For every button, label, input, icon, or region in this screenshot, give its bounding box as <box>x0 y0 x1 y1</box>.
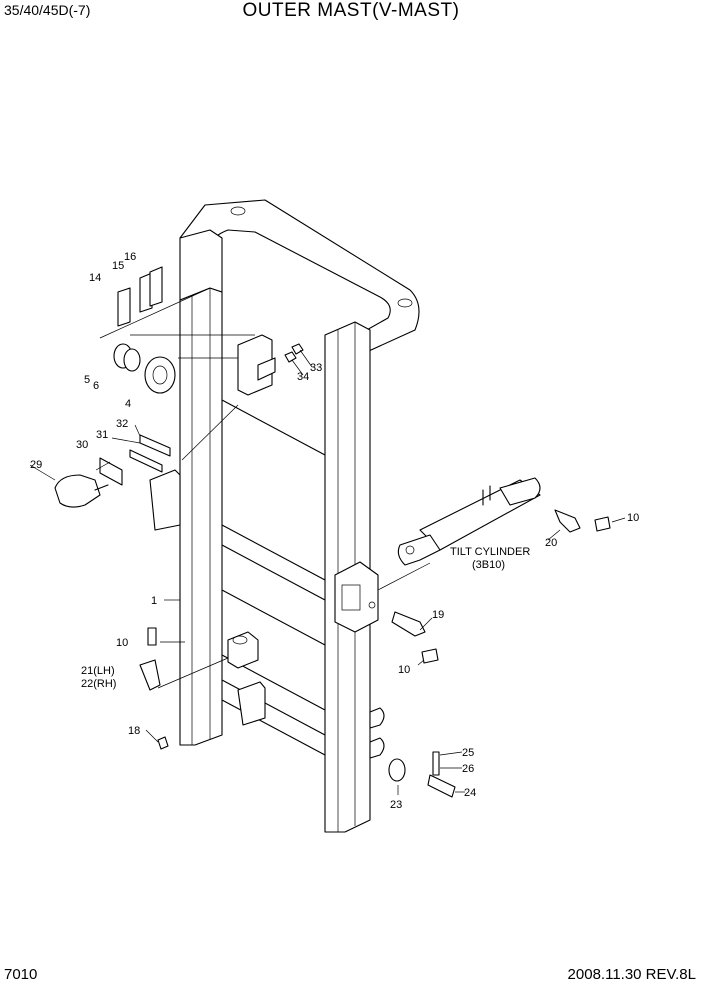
outer-mast-frame <box>149 199 420 833</box>
part-21-22-bracket <box>139 659 161 691</box>
callout-32: 32 <box>116 418 128 430</box>
callout-30: 30 <box>76 439 88 451</box>
callout-20: 20 <box>545 537 557 549</box>
callout-14: 14 <box>89 272 101 284</box>
callout-24: 24 <box>464 787 476 799</box>
callout-16: 16 <box>124 251 136 263</box>
part-29-clamp <box>54 474 109 508</box>
callout-22: 22(RH) <box>81 678 116 690</box>
callout-15: 15 <box>112 260 124 272</box>
part-25-26-bolt <box>432 751 440 776</box>
callout-33: 33 <box>310 362 322 374</box>
callout-19: 19 <box>432 609 444 621</box>
callout-26: 26 <box>462 763 474 775</box>
callout-labels: 16 15 14 5 6 4 33 34 32 31 30 29 10 20 T… <box>30 251 639 811</box>
part-32-shim <box>139 434 171 457</box>
tilt-cylinder-ref: (3B10) <box>472 559 505 571</box>
callout-21: 21(LH) <box>81 665 115 677</box>
callout-34: 34 <box>297 371 309 383</box>
part-18-plug <box>157 736 169 750</box>
callout-4: 4 <box>125 398 131 410</box>
part-24-pin <box>427 774 456 798</box>
page-title: OUTER MAST(V-MAST) <box>242 0 460 21</box>
part-10-bolt-upper <box>147 627 157 646</box>
callout-18: 18 <box>128 725 140 737</box>
part-4-bearing <box>144 356 176 394</box>
part-31-shim <box>129 449 163 473</box>
part-10-bolt-lower <box>421 648 439 664</box>
part-20-pin <box>554 509 581 533</box>
part-15-16-plates <box>139 266 163 313</box>
callout-5: 5 <box>84 374 90 386</box>
tilt-cylinder-label: TILT CYLINDER <box>450 546 530 558</box>
model-code: 35/40/45D(-7) <box>4 2 91 18</box>
callout-10-upper: 10 <box>116 637 128 649</box>
part-19-pin <box>391 611 426 637</box>
part-33-34-nuts <box>284 343 304 363</box>
callout-29: 29 <box>30 459 42 471</box>
callout-1: 1 <box>151 595 157 607</box>
part-5-6-washers <box>113 343 141 372</box>
callout-10-right: 10 <box>627 512 639 524</box>
part-14-plate <box>117 287 131 327</box>
revision-date: 2008.11.30 REV.8L <box>567 966 696 983</box>
part-30-cap <box>99 457 123 486</box>
leader-lines <box>29 287 626 795</box>
callout-31: 31 <box>96 429 108 441</box>
callout-25: 25 <box>462 747 474 759</box>
page-number: 7010 <box>4 966 38 983</box>
part-10-bolt-right <box>594 516 611 532</box>
callout-10-lower: 10 <box>398 664 410 676</box>
part-23-bush <box>388 758 406 782</box>
callout-6: 6 <box>93 380 99 392</box>
callout-23: 23 <box>390 799 402 811</box>
tilt-cylinder <box>397 477 541 566</box>
